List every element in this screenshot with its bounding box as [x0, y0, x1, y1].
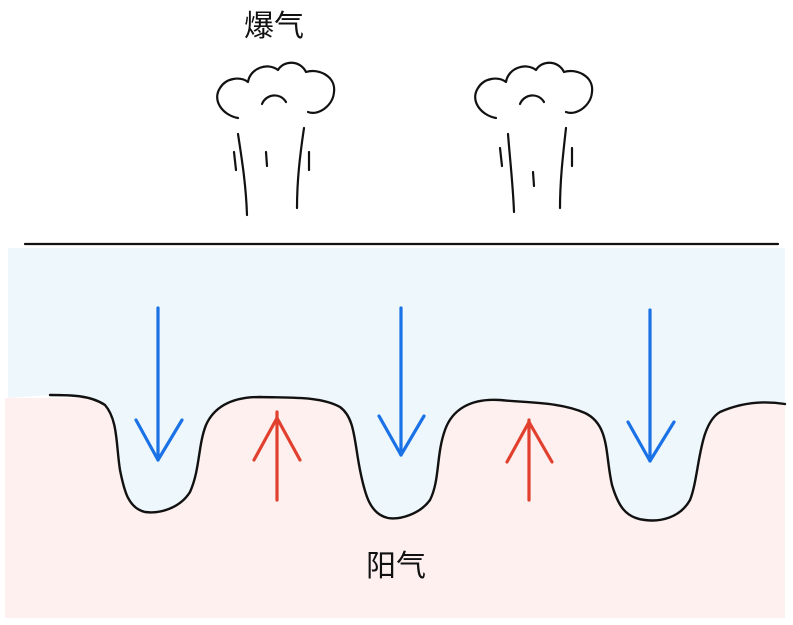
steam-puff-icon [474, 61, 594, 214]
upper-region [8, 248, 785, 521]
bottom-label: 阳气 [366, 549, 426, 584]
up-arrow [505, 418, 554, 502]
down-arrow [134, 306, 184, 462]
top-label: 爆气 [244, 9, 304, 44]
steam-puff-icon [216, 61, 336, 217]
down-arrow [626, 308, 676, 463]
up-arrow [252, 410, 302, 502]
interface-curve [48, 393, 787, 522]
down-arrow [377, 306, 426, 457]
